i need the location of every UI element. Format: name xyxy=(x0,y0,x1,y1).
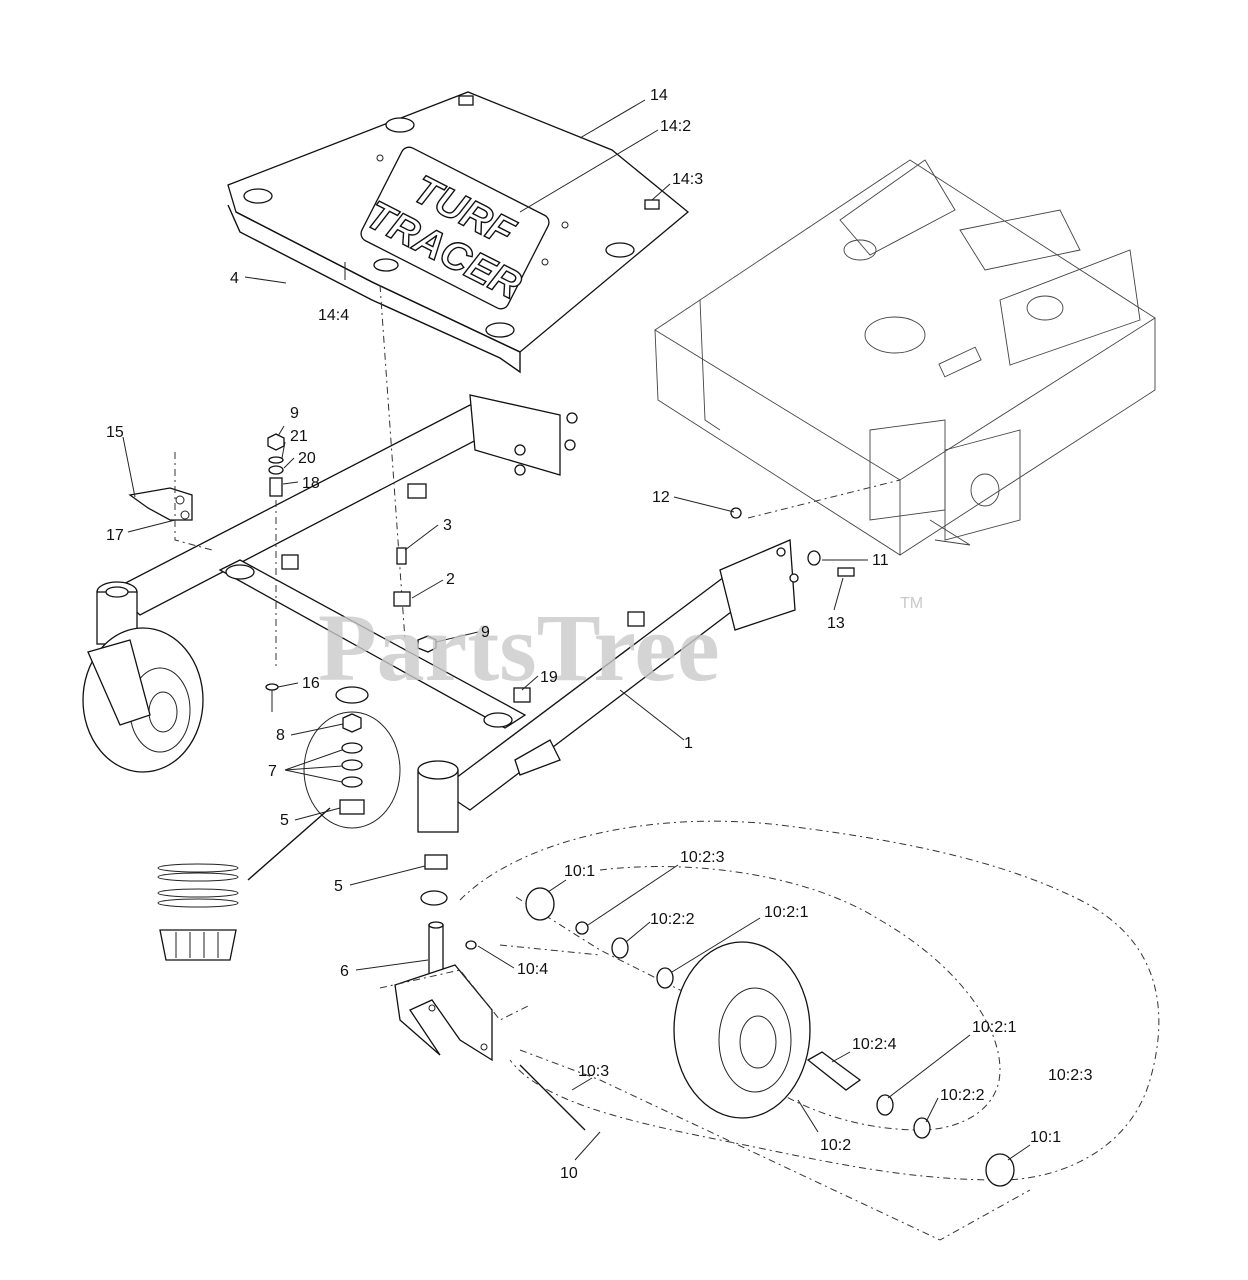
callout-label: 14:2 xyxy=(660,118,691,135)
callout-label: 9 xyxy=(481,624,490,641)
callout-label: 12 xyxy=(652,489,670,506)
bolt-stack-left xyxy=(265,433,285,712)
callout-label: 10:2:3 xyxy=(1048,1067,1093,1084)
callout-label: 9 xyxy=(290,405,299,422)
callout-label: 5 xyxy=(280,812,289,829)
watermark: PartsTree xyxy=(318,594,720,701)
callout-label: 16 xyxy=(302,675,320,692)
callout-label: 14:3 xyxy=(672,171,703,188)
callout-label: 7 xyxy=(268,763,277,780)
callout-label: 10:2:2 xyxy=(940,1087,985,1104)
callout-label: 8 xyxy=(276,727,285,744)
callout-label: 10:2:1 xyxy=(972,1019,1017,1036)
caster-fork xyxy=(379,854,531,1062)
callout-label: 3 xyxy=(443,517,452,534)
callout-label: 6 xyxy=(340,963,349,980)
callout-labels: 14 14:2 14:3 4 14:4 9 21 20 18 15 17 3 2… xyxy=(106,87,1093,1182)
callout-label: 11 xyxy=(872,552,889,569)
callout-label: 21 xyxy=(290,428,308,445)
callout-label: 2 xyxy=(446,571,455,588)
bearing-detail xyxy=(157,863,239,961)
callout-label: 20 xyxy=(298,450,316,467)
callout-label: 10:1 xyxy=(1030,1129,1061,1146)
right-hardware xyxy=(730,479,901,577)
callout-label: 10:2:2 xyxy=(650,911,695,928)
leader-lines xyxy=(122,99,1031,1161)
left-caster-wheel xyxy=(82,627,204,773)
watermark-trademark: TM xyxy=(900,595,923,612)
caster-wheel-assembly xyxy=(459,820,1160,1241)
callout-label: 4 xyxy=(230,270,239,287)
callout-label: 18 xyxy=(302,475,320,492)
callout-label: 10:2 xyxy=(820,1137,851,1154)
center-hardware xyxy=(281,284,645,703)
callout-label: 19 xyxy=(540,669,558,686)
callout-label: 5 xyxy=(334,878,343,895)
callout-label: 14:4 xyxy=(318,307,349,324)
callout-label: 17 xyxy=(106,527,124,544)
callout-label: 15 xyxy=(106,424,124,441)
callout-label: 13 xyxy=(827,615,845,632)
callout-label: 10 xyxy=(560,1165,578,1182)
front-axle-frame xyxy=(96,394,799,833)
callout-label: 10:4 xyxy=(517,961,548,978)
callout-label: 1 xyxy=(684,735,693,752)
callout-label: 10:2:1 xyxy=(764,904,809,921)
callout-label: 10:2:3 xyxy=(680,849,725,866)
callout-label: 10:1 xyxy=(564,863,595,880)
mower-chassis xyxy=(654,159,1156,556)
bearing-stack-left xyxy=(247,686,401,881)
callout-label: 14 xyxy=(650,87,668,104)
callout-label: 10:2:4 xyxy=(852,1036,897,1053)
bracket-15 xyxy=(128,452,213,551)
callout-label: 10:3 xyxy=(578,1063,609,1080)
